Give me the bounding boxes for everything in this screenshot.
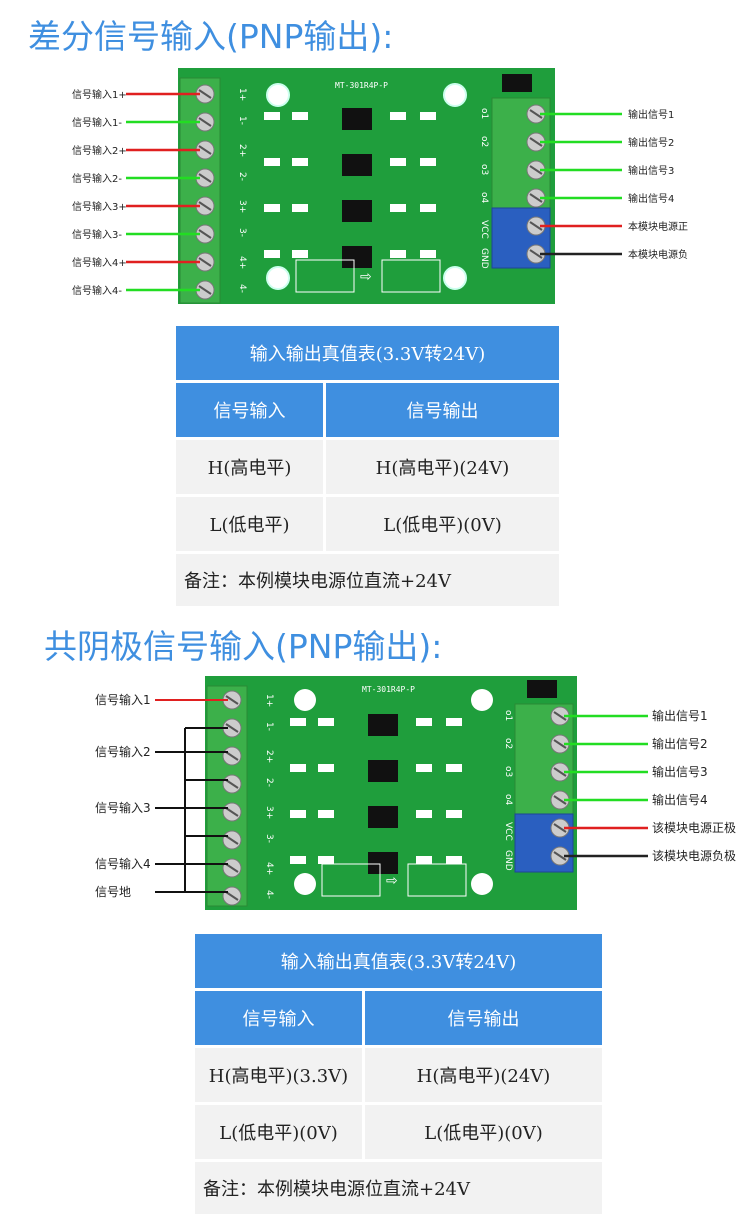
left-signal-label: 信号输入3- xyxy=(72,228,122,241)
section1-truth-table: 输入输出真值表(3.3V转24V) 信号输入 信号输出 H(高电平) H(高电平… xyxy=(173,323,562,609)
pin-label: 1+ xyxy=(264,694,274,707)
section2-diagram: MT-301R4P-P 1+ 1- 2+ 2- 3+ 3- 4+ 4- o1 o2 o3 o4VCC… xyxy=(95,676,736,910)
table-title: 输入输出真值表(3.3V转24V) xyxy=(195,934,602,988)
table-note: 备注：本例模块电源位直流+24V xyxy=(195,1162,602,1214)
pin-label: o1 xyxy=(503,710,513,721)
left-signal-label: 信号输入3+ xyxy=(72,200,127,213)
col-header-output: 信号输出 xyxy=(365,991,602,1045)
pin-label: 1- xyxy=(237,116,247,125)
right-signal-label: 输出信号3 xyxy=(652,764,708,779)
col-header-input: 信号输入 xyxy=(195,991,362,1045)
left-signal-label: 信号输入4- xyxy=(72,284,122,297)
pin-label: 4- xyxy=(237,284,247,293)
optocoupler-chip xyxy=(368,714,398,736)
optocoupler-chip xyxy=(342,154,372,176)
section1-diagram: MT-301R4P-P 1+ 1- 2+ 2- 3+ 3- 4+ 4- o1 o2 o3 o4VCC… xyxy=(72,68,688,304)
right-signal-label: 该模块电源正极 xyxy=(652,821,736,835)
right-signal-label: 输出信号4 xyxy=(628,192,674,205)
col-header-output: 信号输出 xyxy=(326,383,559,437)
right-signal-label: 本模块电源正 xyxy=(628,220,688,233)
pin-label: o3 xyxy=(503,766,513,777)
pin-label: 1+ xyxy=(237,88,247,101)
optocoupler-chip xyxy=(368,806,398,828)
pin-label: 2- xyxy=(237,172,247,181)
board-label: MT-301R4P-P xyxy=(362,685,415,694)
pin-label: VCC xyxy=(479,220,489,239)
pin-label: 2+ xyxy=(264,750,274,763)
right-signal-label: 输出信号2 xyxy=(652,736,708,751)
table-cell: L(低电平)(0V) xyxy=(365,1105,602,1159)
table-note: 备注：本例模块电源位直流+24V xyxy=(176,554,559,606)
table-cell: H(高电平)(24V) xyxy=(365,1048,602,1102)
optocoupler-chip xyxy=(342,108,372,130)
svg-text:⇨: ⇨ xyxy=(360,269,372,285)
left-signal-label: 信号输入1- xyxy=(72,116,122,129)
left-signal-label: 信号地 xyxy=(95,885,131,899)
left-signal-label: 信号输入2 xyxy=(95,744,151,759)
left-signal-label: 信号输入2- xyxy=(72,172,122,185)
pin-label: o4 xyxy=(479,192,489,204)
left-signal-label: 信号输入2+ xyxy=(72,144,127,157)
pin-label: 3+ xyxy=(237,200,247,213)
pin-label: 4- xyxy=(264,890,274,899)
pin-label: o1 xyxy=(479,108,489,119)
right-signal-label: 输出信号2 xyxy=(628,136,674,149)
pin-label: 4+ xyxy=(237,256,247,269)
table-cell: L(低电平)(0V) xyxy=(326,497,559,551)
right-signal-label: 输出信号4 xyxy=(652,792,708,807)
table-cell: H(高电平)(24V) xyxy=(326,440,559,494)
left-signal-label: 信号输入1+ xyxy=(72,88,127,101)
pin-label: 3- xyxy=(264,834,274,843)
pin-label: o2 xyxy=(479,136,489,147)
left-signal-label: 信号输入3 xyxy=(95,800,151,815)
section1-title: 差分信号输入(PNP输出): xyxy=(28,17,394,56)
pin-label: o3 xyxy=(479,164,489,175)
optocoupler-chip xyxy=(342,200,372,222)
right-signal-label: 本模块电源负 xyxy=(628,248,688,261)
pin-label: 4+ xyxy=(264,862,274,875)
pin-label: 2+ xyxy=(237,144,247,157)
left-signal-label: 信号输入4+ xyxy=(72,256,127,269)
pin-label: 2- xyxy=(264,778,274,787)
pin-label: o2 xyxy=(503,738,513,749)
optocoupler-chip xyxy=(368,852,398,874)
left-signal-label: 信号输入1 xyxy=(95,692,151,707)
right-signal-label: 输出信号3 xyxy=(628,164,674,177)
right-signal-label: 该模块电源负极 xyxy=(652,849,736,863)
section2-title: 共阴极信号输入(PNP输出): xyxy=(44,627,443,666)
right-signal-label: 输出信号1 xyxy=(652,708,708,723)
board-label: MT-301R4P-P xyxy=(335,81,388,90)
optocoupler-chip xyxy=(342,246,372,268)
optocoupler-chip xyxy=(368,760,398,782)
section2-truth-table: 输入输出真值表(3.3V转24V) 信号输入 信号输出 H(高电平)(3.3V)… xyxy=(192,931,605,1217)
svg-text:⇨: ⇨ xyxy=(386,873,398,889)
pin-label: 3+ xyxy=(264,806,274,819)
pin-label: GND xyxy=(503,850,513,871)
table-cell: H(高电平)(3.3V) xyxy=(195,1048,362,1102)
pin-label: VCC xyxy=(503,822,513,841)
table-title: 输入输出真值表(3.3V转24V) xyxy=(176,326,559,380)
table-cell: H(高电平) xyxy=(176,440,323,494)
table-cell: L(低电平) xyxy=(176,497,323,551)
pin-label: GND xyxy=(479,248,489,269)
pin-label: 1- xyxy=(264,722,274,731)
left-signal-label: 信号输入4 xyxy=(95,856,151,871)
pin-label: o4 xyxy=(503,794,513,806)
col-header-input: 信号输入 xyxy=(176,383,323,437)
table-cell: L(低电平)(0V) xyxy=(195,1105,362,1159)
right-signal-label: 输出信号1 xyxy=(628,108,674,121)
pin-label: 3- xyxy=(237,228,247,237)
